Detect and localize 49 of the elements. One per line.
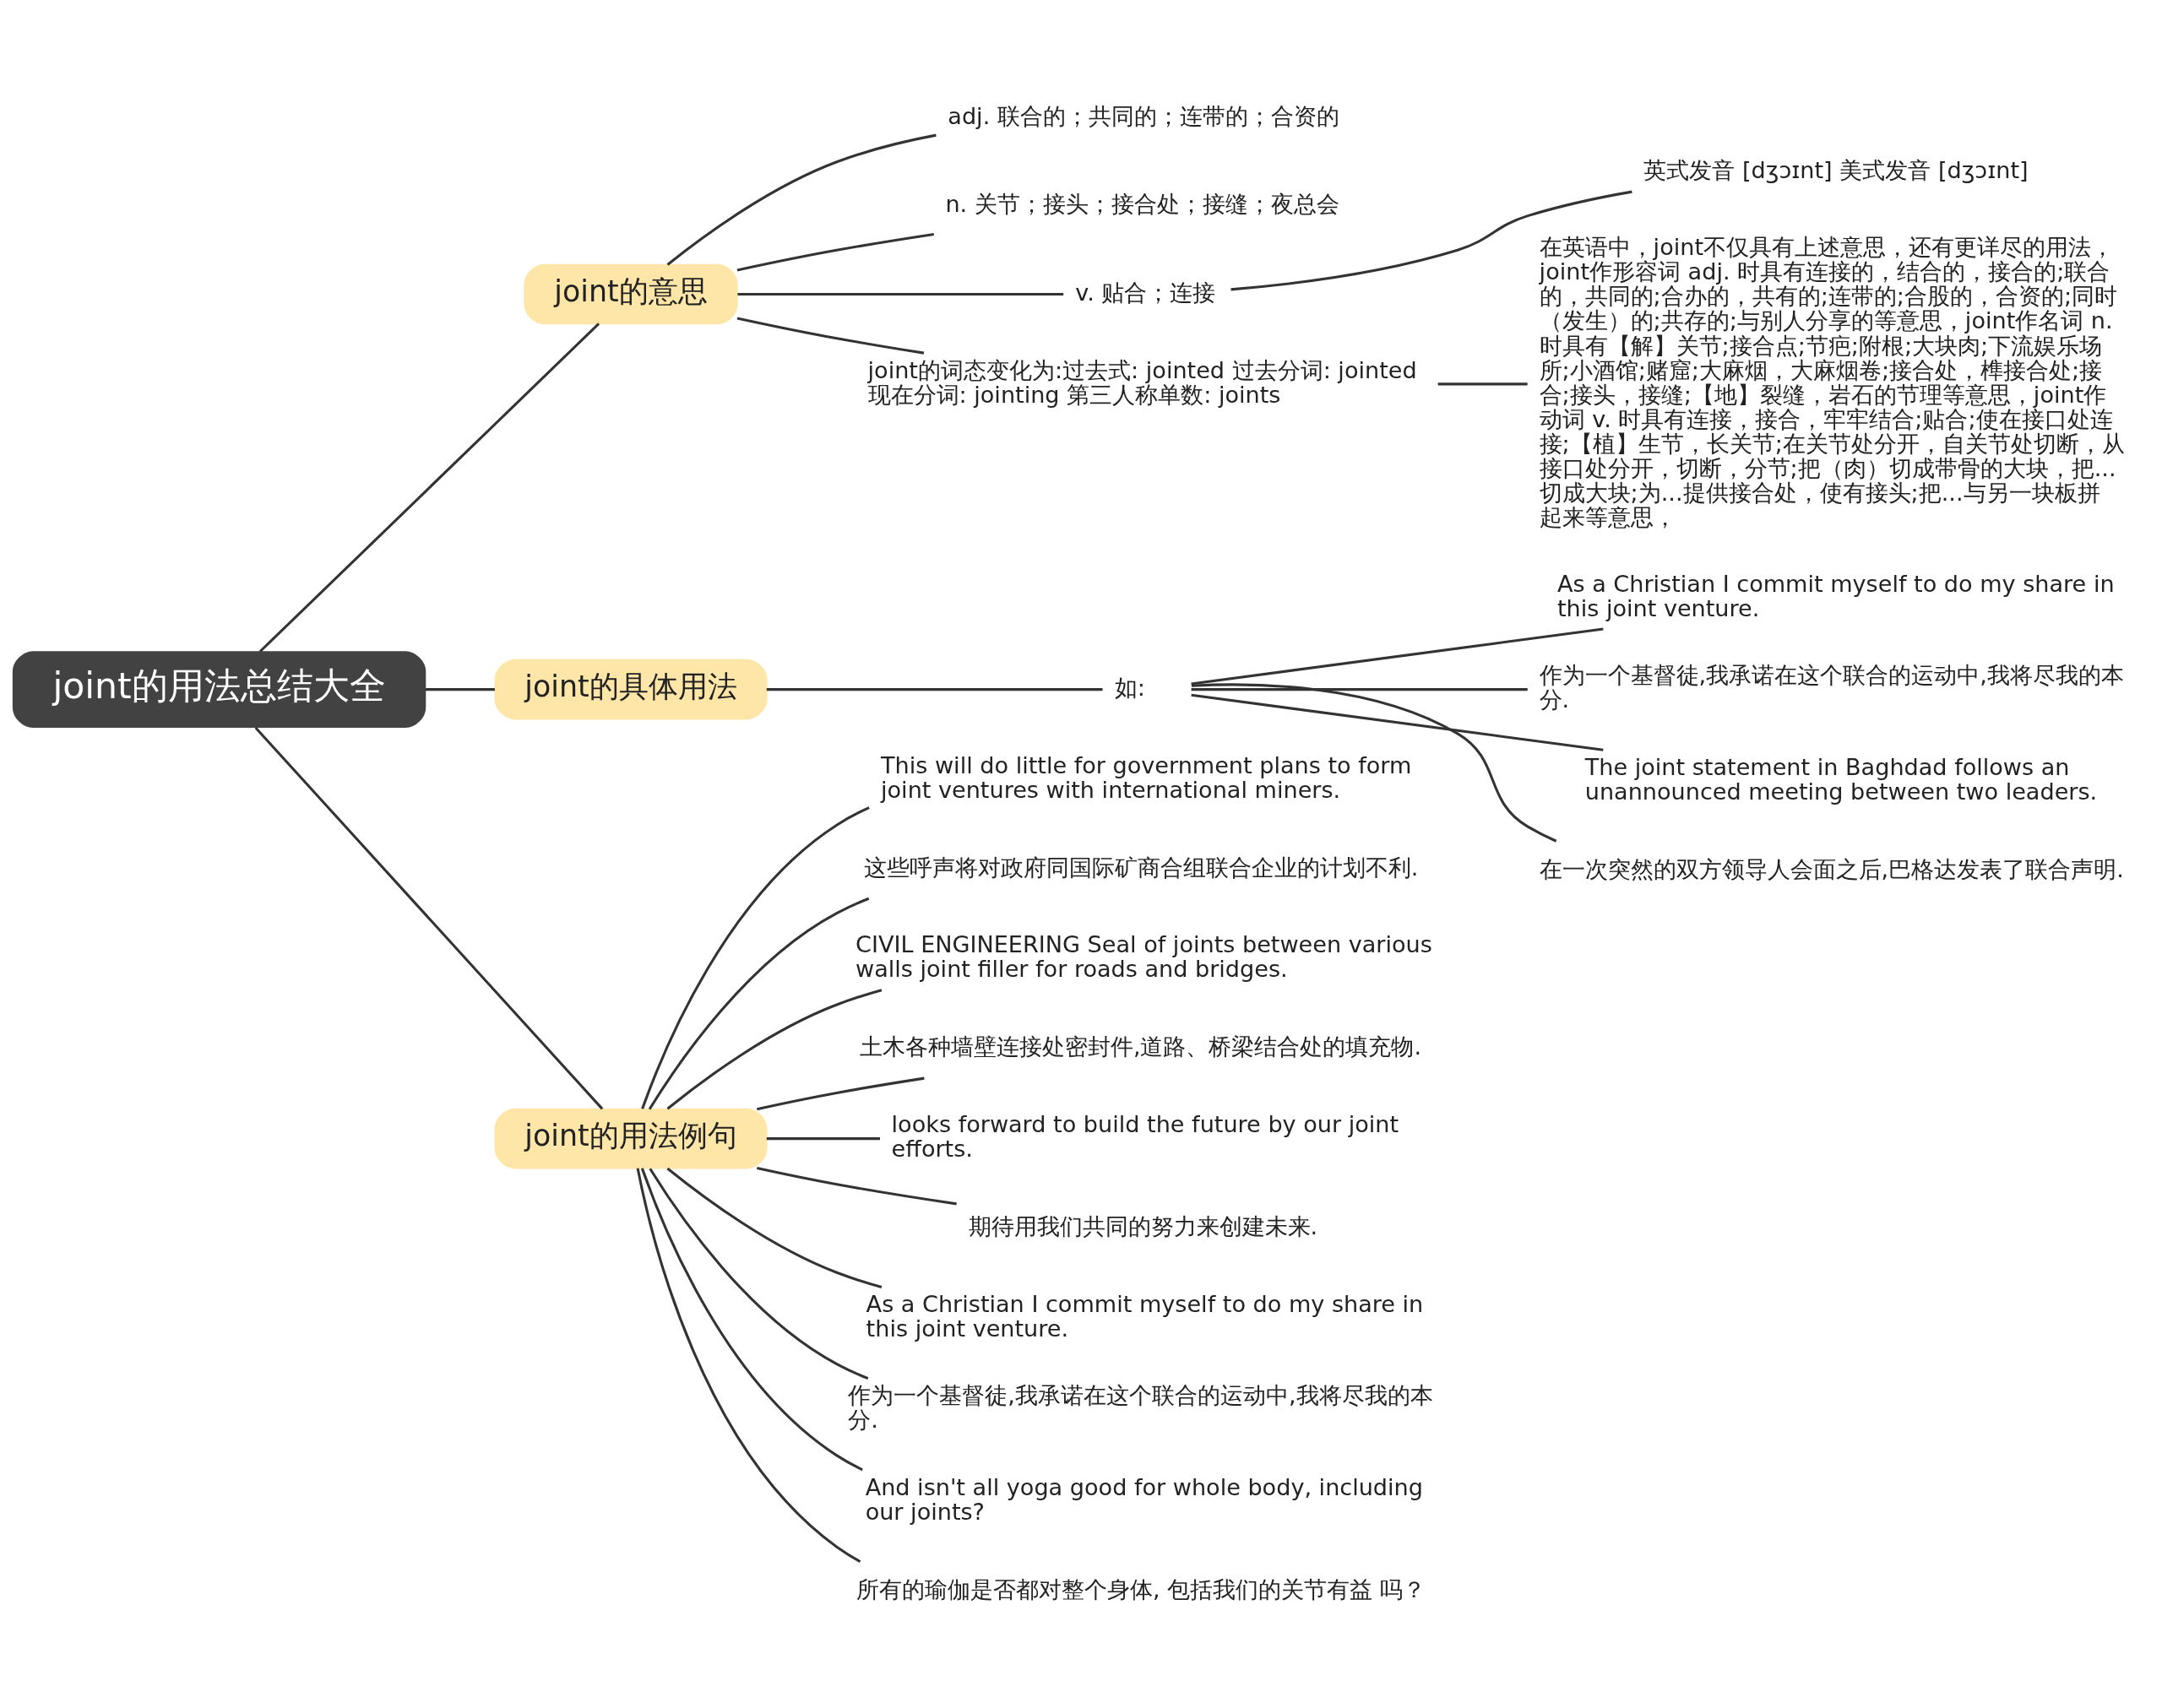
connector <box>1437 382 1528 385</box>
connector <box>636 1168 861 1563</box>
connector <box>766 687 1103 691</box>
connector <box>426 687 495 691</box>
node-box: joint的意思 <box>524 263 738 324</box>
connector <box>640 1167 863 1471</box>
node-text: adj. 联合的；共同的；连带的；合资的 <box>948 102 1339 129</box>
node-text: 如: <box>1114 674 1145 701</box>
connector <box>666 133 937 266</box>
node-text: 所有的瑜伽是否都对整个身体, 包括我们的关节有益 吗？ <box>856 1575 1426 1602</box>
connector <box>757 1076 925 1110</box>
connector <box>766 1136 880 1140</box>
connector <box>736 316 925 355</box>
node-text: CIVIL ENGINEERING Seal of joints between various walls joint filler for roads and bridges. <box>856 930 1432 982</box>
node-text: 这些呼声将对政府同国际矿商合组联合企业的计划不利. <box>863 854 1419 881</box>
connector <box>666 1167 883 1288</box>
connector <box>648 897 870 1110</box>
connector <box>1191 693 1604 751</box>
connector <box>666 988 883 1109</box>
node-text: 土木各种墙壁连接处密封件,道路、桥梁结合处的填充物. <box>859 1033 1422 1060</box>
node-text: 在英语中，joint不仅具有上述意思，还有更详尽的用法，joint作形容词 adj. 时具有连接的，结合的，接合的;联合的，共同的;合办的，共有的;连带的;合股的，合资的;同时（发生）的;共存的;与别人分享的等意思，joint作名词 n. 时具有【解】关节;接合点;节疤;附根;大块肉;下流娱乐场所;小酒馆;赌窟;大麻烟，大麻烟卷;接合处，榫接合处;接合;接头，接缝;【地】裂缝，岩石的节理等意思，joint作动词 v. 时具有连接，接合，牢牢结合;贴合;使在接口处连接;【植】生节，长关节;在关节处分开，自关节处切断，从接口处分开，切断，分节;把（肉）切成带骨的大块，把...切成大块;为...提供接合处，使有接头;把...与另一块板拼起来等意思， <box>1539 233 2125 530</box>
connector <box>737 292 1064 296</box>
connector <box>1191 682 1557 843</box>
node-text: And isn't all yoga good for whole body, including our joints? <box>865 1473 1423 1525</box>
node-text: 期待用我们共同的努力来创建未来. <box>968 1212 1318 1239</box>
node-text: v. 贴合；连接 <box>1075 279 1216 306</box>
node-text: 作为一个基督徒,我承诺在这个联合的运动中,我将尽我的本分. <box>1539 661 2124 713</box>
connector <box>1191 687 1528 691</box>
node-box: joint的具体用法 <box>494 659 768 719</box>
node-text: n. 关节；接头；接合处；接缝；夜总会 <box>945 190 1339 217</box>
node-text: looks forward to build the future by our joint efforts. <box>891 1110 1399 1162</box>
node-text: 英式发音 [dʒɔɪnt] 美式发音 [dʒɔɪnt] <box>1643 156 2029 183</box>
node-text: As a Christian I commit myself to do my share in this joint venture. <box>1556 570 2115 621</box>
node-text: As a Christian I commit myself to do my share in this joint venture. <box>866 1290 1424 1342</box>
node-text: joint的词态变化为:过去式: jointed 过去分词: jointed 现在分词: jointing 第三人称单数: joints <box>867 356 1417 408</box>
node-text: This will do little for government plans to form joint ventures with international miners. <box>881 751 1412 803</box>
connector <box>1191 627 1604 685</box>
node-text: The joint statement in Baghdad follows an unannounced meeting between two leaders. <box>1584 753 2098 805</box>
node-text: 在一次突然的双方领导人会面之后,巴格达发表了联合声明. <box>1539 855 2124 881</box>
connector <box>258 322 600 653</box>
connector <box>641 805 870 1109</box>
node-box: joint的用法总结大全 <box>12 650 426 728</box>
node-text: 作为一个基督徒,我承诺在这个联合的运动中,我将尽我的本分. <box>848 1381 1433 1433</box>
connector <box>757 1166 957 1205</box>
connector <box>1230 190 1632 290</box>
connector <box>649 1168 869 1380</box>
node-box: joint的用法例句 <box>494 1108 768 1168</box>
connector <box>736 232 934 271</box>
connector <box>254 726 604 1109</box>
